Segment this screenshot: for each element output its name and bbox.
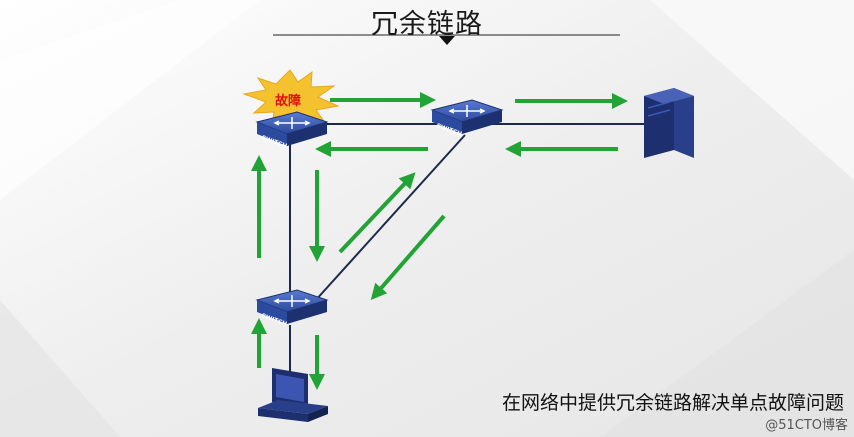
background-facet	[0, 300, 120, 437]
pc-base-front	[258, 408, 308, 422]
page-title: 冗余链路	[371, 9, 483, 40]
server-slot	[647, 109, 671, 117]
background-facet	[0, 0, 260, 200]
switch-front-face	[257, 300, 287, 324]
switch-front-face	[257, 122, 287, 146]
pc-monitor-screen	[276, 374, 304, 402]
arrow-diagonal-up	[338, 172, 416, 254]
fault-label: 故障	[275, 93, 301, 109]
traffic-arrows	[251, 92, 628, 390]
background-facet	[600, 250, 854, 437]
switch-arrows-icon	[448, 105, 486, 117]
switch-arrows-icon	[273, 295, 311, 307]
links	[289, 123, 650, 375]
server-icon	[644, 88, 694, 158]
switch-side-face	[287, 122, 327, 146]
pc-icon	[258, 368, 328, 422]
watermark: @51CTO博客	[765, 418, 848, 433]
switch-front-face	[432, 110, 462, 134]
server-front	[644, 88, 674, 158]
pc-base-side	[308, 406, 328, 422]
switch-side-face	[462, 110, 502, 134]
caption: 在网络中提供冗余链路解决单点故障问题	[501, 392, 844, 414]
server-slot	[647, 101, 671, 109]
switch-arrows-icon	[273, 117, 311, 129]
link-right-switch-to-bottom-switch	[304, 134, 466, 313]
arrow-diagonal-down	[370, 214, 446, 301]
background-facet	[650, 0, 854, 180]
pc-base	[258, 400, 328, 414]
switch-side-face	[287, 300, 327, 324]
server-top	[644, 88, 694, 104]
title-marker-icon	[439, 36, 455, 45]
server-side	[674, 88, 694, 158]
switch-top-left: SWITCH	[255, 111, 329, 150]
